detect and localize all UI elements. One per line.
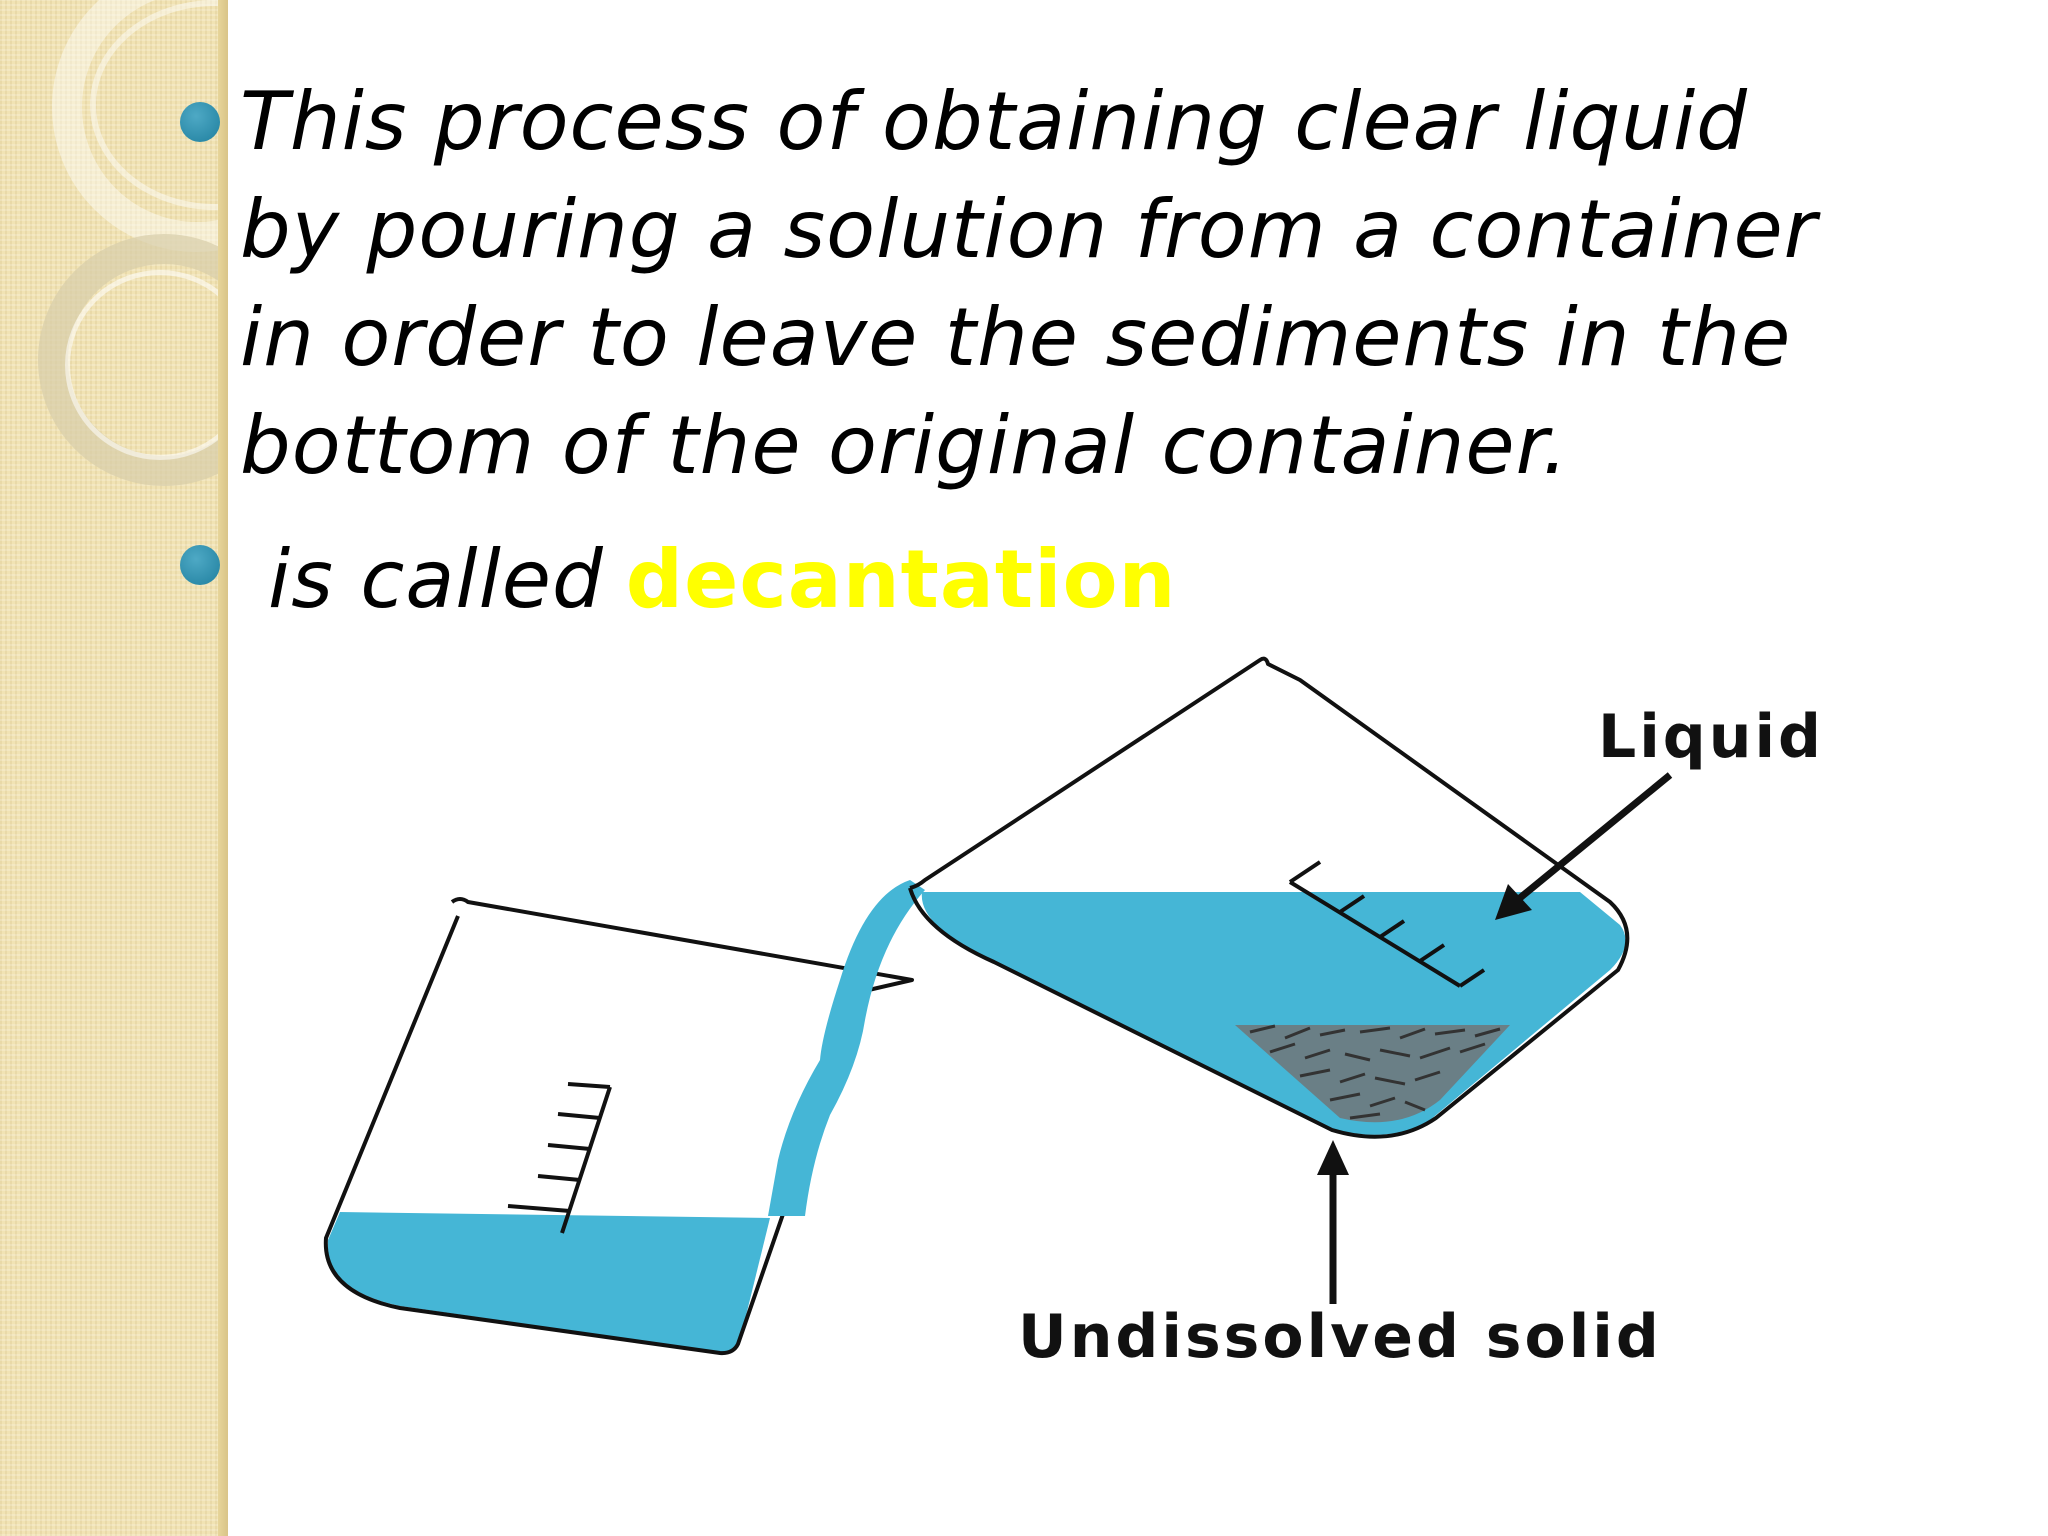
text-line: in order to leave the sediments in the <box>240 291 1792 384</box>
text-line: This process of obtaining clear liquid <box>240 75 1748 168</box>
pouring-beaker <box>908 656 1630 1139</box>
pouring-beaker-outline <box>908 656 1630 1139</box>
ring-decoration <box>65 270 228 460</box>
side-band-edge <box>218 0 228 1536</box>
liquid-arrow <box>1495 772 1673 920</box>
receiving-beaker <box>323 897 914 1356</box>
undissolved-solid-label: Undissolved solid <box>1018 1302 1662 1372</box>
side-decoration <box>0 0 228 1536</box>
solid-arrow <box>1317 1140 1349 1304</box>
decantation-term: decantation <box>625 533 1177 626</box>
definition-text: This process of obtaining clear liquid b… <box>240 68 2000 500</box>
sediment <box>1235 1024 1510 1123</box>
receiving-beaker-outline <box>323 897 914 1356</box>
receiving-beaker-liquid <box>327 1212 770 1352</box>
decantation-illustration <box>323 656 1673 1356</box>
text-line: bottom of the original container. <box>240 399 1569 492</box>
pouring-beaker-liquid <box>921 892 1626 1135</box>
bullet-icon <box>180 102 220 142</box>
text-line: by pouring a solution from a container <box>240 183 1818 276</box>
liquid-label: Liquid <box>1598 702 1824 772</box>
decantation-diagram: Liquid Undissolved solid <box>300 640 1920 1420</box>
called-prefix: is called <box>268 533 604 626</box>
receiving-beaker-graduations <box>507 1082 612 1234</box>
pouring-stream <box>768 880 925 1216</box>
pouring-beaker-graduations <box>1288 860 1486 988</box>
bullet-icon <box>180 545 220 585</box>
